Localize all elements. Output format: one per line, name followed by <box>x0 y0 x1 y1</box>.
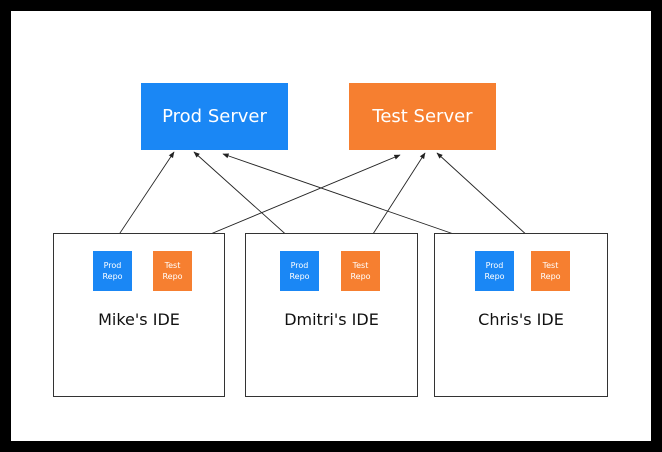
ide-label-chris: Chris's IDE <box>478 310 564 329</box>
ide-mike: Prod Repo Test Repo Mike's IDE <box>53 233 225 397</box>
dmitri-prod-repo: Prod Repo <box>280 251 319 291</box>
mike-test-repo: Test Repo <box>153 251 192 291</box>
prod-server-node: Prod Server <box>141 83 288 150</box>
chris-test-repo: Test Repo <box>531 251 570 291</box>
prod-server-label: Prod Server <box>162 106 267 127</box>
chris-prod-repo: Prod Repo <box>475 251 514 291</box>
ide-chris: Prod Repo Test Repo Chris's IDE <box>434 233 608 397</box>
ide-label-mike: Mike's IDE <box>98 310 180 329</box>
ide-label-dmitri: Dmitri's IDE <box>284 310 379 329</box>
test-server-label: Test Server <box>372 106 473 127</box>
dmitri-test-repo: Test Repo <box>341 251 380 291</box>
test-server-node: Test Server <box>349 83 496 150</box>
diagram-canvas: Prod Server Test Server Prod Repo Test R… <box>11 11 651 441</box>
mike-prod-repo: Prod Repo <box>93 251 132 291</box>
ide-dmitri: Prod Repo Test Repo Dmitri's IDE <box>245 233 418 397</box>
